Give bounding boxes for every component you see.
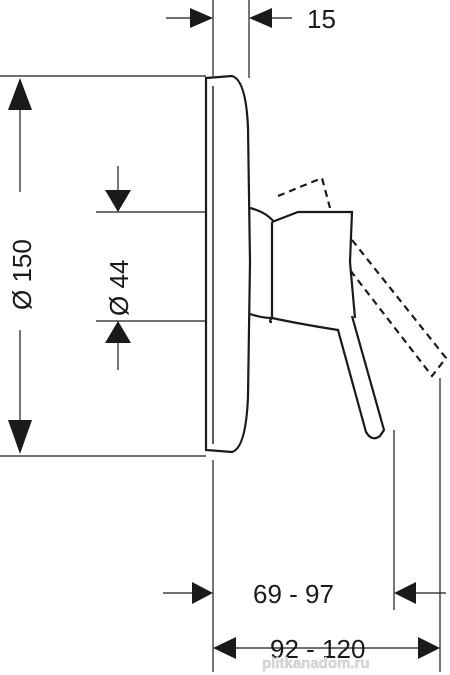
mixer-body [249,206,357,320]
arrow-150-bottom [8,420,32,454]
arrow-15-left [190,8,213,28]
arrow-15-right [249,8,272,28]
lever-handle [268,315,386,440]
arrow-6997-right [394,582,416,604]
arrow-6997-left [192,582,213,604]
dim-diameter-inner: Ø 44 [104,260,134,316]
dim-total-range: 92 - 120 [270,634,365,664]
dim-diameter-outer: Ø 150 [7,239,37,310]
arrow-150-top [8,78,32,110]
arrow-44-top [105,190,131,212]
watermark: plitkanadom.ru [262,655,370,672]
dimension-arrows [8,8,440,659]
arrow-92120-right [418,637,440,659]
arrow-44-bottom [105,321,131,343]
lever-open-position [277,176,448,378]
dim-top-depth: 15 [307,4,336,34]
arrow-92120-left [213,637,236,659]
dim-handle-range: 69 - 97 [253,579,334,609]
wall-plate [204,74,252,454]
